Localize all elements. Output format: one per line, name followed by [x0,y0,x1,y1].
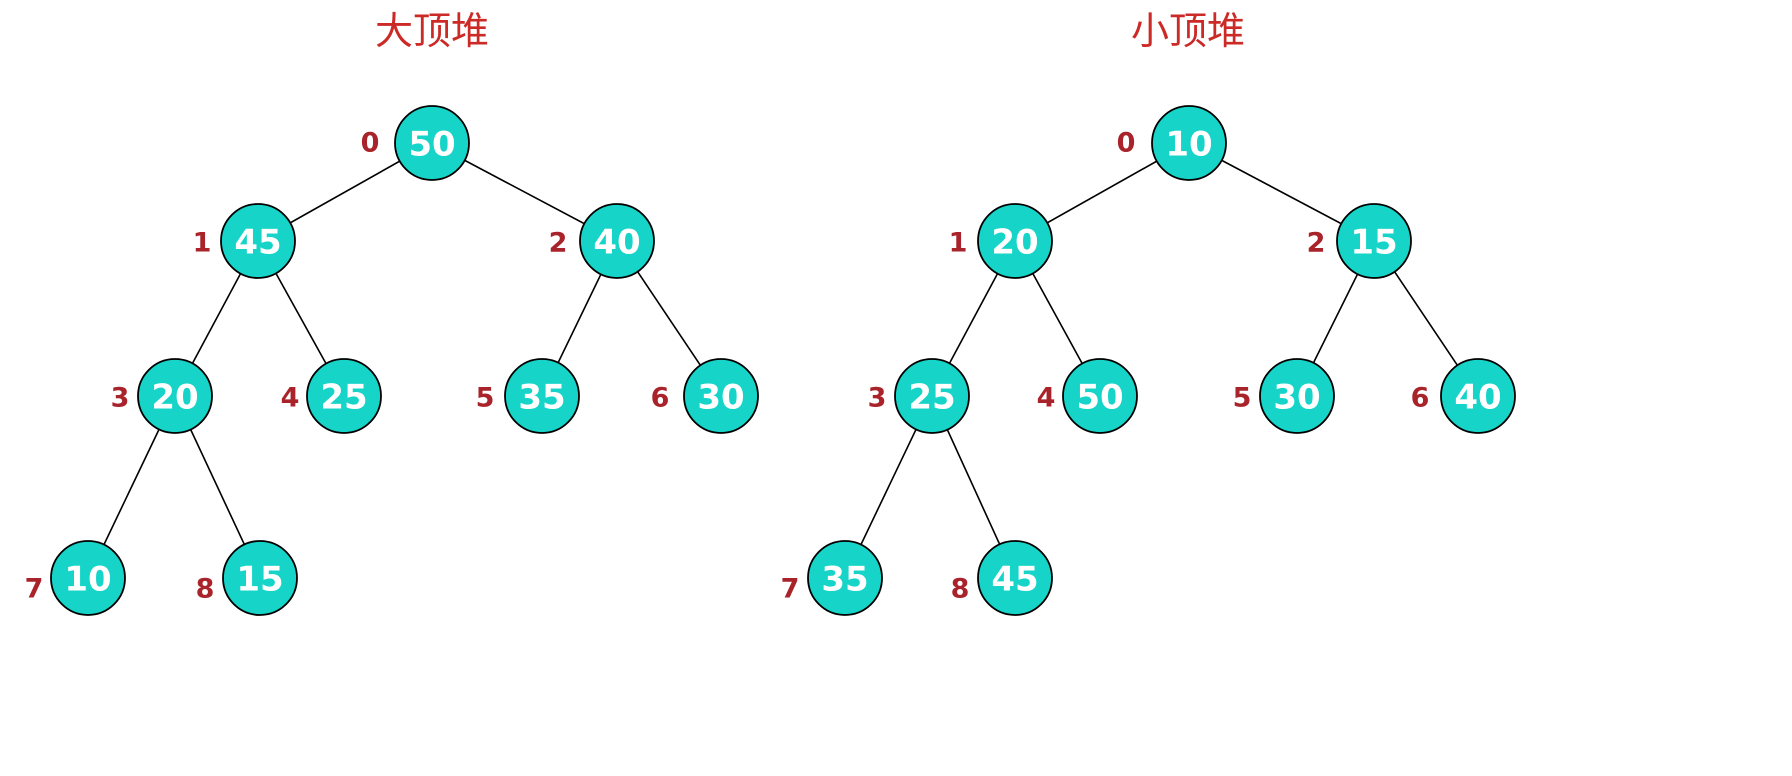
node-value: 15 [236,560,283,600]
node-value: 40 [1454,378,1501,418]
node-index-label: 4 [281,383,300,414]
node-index-label: 5 [1233,383,1252,414]
heap-node-min-heap-6: 40 6 [1411,358,1516,434]
node-circle [306,358,382,434]
node-circle [137,358,213,434]
node-circle [894,358,970,434]
node-value: 20 [991,223,1038,263]
node-index-label: 0 [361,128,380,159]
heap-node-max-heap-8: 15 8 [196,540,298,616]
heap-node-min-heap-5: 30 5 [1233,358,1335,434]
node-index-label: 8 [196,574,215,605]
node-value: 40 [593,223,640,263]
heap-node-max-heap-7: 10 7 [25,540,126,616]
node-index-label: 1 [949,228,968,259]
node-index-label: 0 [1117,128,1136,159]
node-value: 30 [1273,378,1320,418]
heap-node-min-heap-1: 20 1 [949,203,1053,279]
tree-title-min-heap: 小顶堆 [1131,9,1245,53]
heap-node-min-heap-3: 25 3 [868,358,970,434]
node-value: 25 [320,378,367,418]
node-value: 30 [697,378,744,418]
node-circle [977,540,1053,616]
node-value: 35 [821,560,868,600]
node-index-label: 3 [868,383,887,414]
node-circle [1336,203,1412,279]
node-circle [394,105,470,181]
node-value: 45 [991,560,1038,600]
node-circle [220,203,296,279]
node-circle [1151,105,1227,181]
heap-node-min-heap-0: 10 0 [1117,105,1227,181]
node-index-label: 2 [1307,228,1326,259]
heap-node-max-heap-3: 20 3 [111,358,213,434]
node-index-label: 4 [1037,383,1056,414]
node-value: 20 [151,378,198,418]
tree-title-max-heap: 大顶堆 [375,9,489,53]
heap-node-max-heap-4: 25 4 [281,358,382,434]
node-circle [1440,358,1516,434]
node-index-label: 5 [476,383,495,414]
node-circle [977,203,1053,279]
node-value: 50 [408,125,455,165]
node-circle [50,540,126,616]
node-value: 15 [1350,223,1397,263]
node-index-label: 3 [111,383,130,414]
heap-node-min-heap-4: 50 4 [1037,358,1138,434]
heap-node-min-heap-7: 35 7 [781,540,883,616]
heap-node-min-heap-8: 45 8 [951,540,1053,616]
node-index-label: 6 [1411,383,1430,414]
node-value: 50 [1076,378,1123,418]
node-circle [579,203,655,279]
node-circle [683,358,759,434]
node-value: 25 [908,378,955,418]
tree-max-heap: 大顶堆 50 0 45 1 40 2 20 3 25 4 35 5 30 6 10 7 15 8 [25,9,759,616]
node-index-label: 7 [25,574,44,605]
heap-node-min-heap-2: 15 2 [1307,203,1412,279]
heap-node-max-heap-5: 35 5 [476,358,580,434]
node-value: 35 [518,378,565,418]
node-circle [222,540,298,616]
node-circle [807,540,883,616]
node-circle [1259,358,1335,434]
node-index-label: 1 [193,228,212,259]
node-index-label: 2 [549,228,568,259]
heap-node-max-heap-2: 40 2 [549,203,655,279]
node-circle [504,358,580,434]
node-circle [1062,358,1138,434]
heap-node-max-heap-6: 30 6 [651,358,759,434]
node-index-label: 8 [951,574,970,605]
node-value: 10 [64,560,111,600]
node-value: 45 [234,223,281,263]
tree-min-heap: 小顶堆 10 0 20 1 15 2 25 3 50 4 30 5 40 6 35 7 45 8 [781,9,1516,616]
node-index-label: 6 [651,383,670,414]
node-value: 10 [1165,125,1212,165]
node-index-label: 7 [781,574,800,605]
heap-node-max-heap-0: 50 0 [361,105,470,181]
heap-node-max-heap-1: 45 1 [193,203,296,279]
